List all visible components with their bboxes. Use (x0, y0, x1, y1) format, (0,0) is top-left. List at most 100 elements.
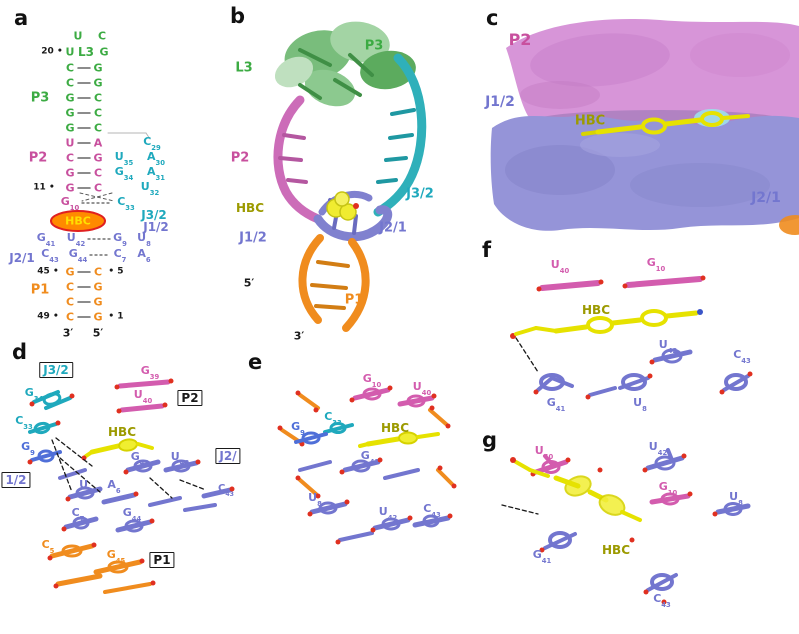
label-p2: P2 (508, 30, 532, 49)
panel-letter-a: a (14, 6, 29, 30)
decor-shape (581, 130, 600, 136)
label-c5: C5 (41, 538, 55, 556)
decor-shape (690, 33, 790, 77)
decor-shape (412, 515, 451, 528)
hbond-dash (501, 504, 539, 515)
label-g44: G44 (68, 247, 88, 265)
label-g41: G41 (36, 231, 56, 249)
decor-shape (33, 421, 51, 435)
decor-shape (334, 191, 350, 207)
panel-letter-c: c (486, 6, 499, 30)
decor-shape (67, 486, 103, 500)
decor-shape (351, 459, 371, 473)
decor-shape (65, 496, 71, 502)
decor-shape (116, 408, 122, 414)
label-u8: U8 (308, 491, 322, 509)
label-g: G (65, 265, 75, 279)
label-u32: U32 (140, 180, 160, 198)
label-l3: L3 (235, 60, 253, 76)
label-u8: U8 (729, 490, 743, 508)
panel-c-graphics (490, 19, 799, 235)
label-g: G (65, 181, 75, 195)
label-u8: U8 (633, 396, 647, 414)
label-c: C (65, 61, 75, 75)
label-a31: A31 (147, 165, 165, 183)
decor-shape (660, 492, 680, 506)
decor-shape (580, 133, 660, 157)
label-c33: C33 (15, 414, 33, 432)
decor-shape (201, 487, 233, 499)
label-p3: P3 (30, 90, 50, 106)
label-g9: G9 (113, 231, 127, 249)
decor-shape (372, 517, 411, 531)
decor-shape (362, 387, 382, 401)
label-c43: C43 (733, 348, 751, 366)
label-u35: U35 (114, 150, 134, 168)
decor-shape (58, 468, 87, 480)
decor-shape (298, 478, 318, 496)
decor-shape (47, 555, 53, 561)
decor-shape (323, 423, 354, 434)
decor-shape (597, 467, 603, 473)
decor-shape (133, 459, 153, 473)
decor-shape (514, 326, 538, 336)
decor-shape (277, 425, 283, 431)
label-49-: 49 • (37, 311, 59, 322)
decor-shape (722, 374, 750, 392)
decor-shape (550, 376, 574, 388)
decor-shape (661, 599, 667, 605)
label-20-: 20 • (41, 46, 63, 57)
decor-shape (307, 511, 313, 517)
decor-shape (700, 275, 706, 281)
decor-shape (49, 543, 95, 559)
decor-shape (588, 386, 617, 397)
hbond-dash (515, 337, 539, 373)
label-p3: P3 (364, 38, 384, 54)
decor-shape (645, 455, 685, 471)
p2-ribbon (273, 95, 323, 224)
panel-a-graphics (50, 67, 151, 318)
decor-shape (629, 537, 635, 543)
decor-shape (123, 469, 129, 475)
label-p2: P2 (177, 390, 203, 406)
decor-shape (55, 573, 103, 587)
decor-shape (310, 283, 348, 290)
decor-shape (298, 460, 332, 472)
label-u8: U8 (79, 478, 93, 496)
label-j2-1: J2/1 (9, 251, 35, 265)
label-j1-2: J1/2 (239, 230, 267, 246)
decor-shape (666, 448, 674, 462)
label-u8: U8 (137, 231, 151, 249)
label-c43: C43 (653, 592, 671, 610)
decor-shape (183, 503, 217, 512)
label-5-: 5′ (243, 276, 255, 290)
g10-stick (625, 276, 703, 288)
panel-letter-b: b (230, 4, 246, 28)
decor-shape (295, 390, 301, 396)
label-g41: G41 (360, 449, 380, 467)
panel-d-graphics (27, 378, 235, 594)
label-u42: U42 (66, 231, 86, 249)
label-c29: C29 (143, 135, 161, 153)
decor-shape (416, 432, 440, 439)
label-g44: G44 (122, 506, 142, 524)
label-3-: 3′ (293, 329, 305, 343)
label--1: • 1 (108, 311, 124, 322)
label-a6: A6 (107, 478, 121, 496)
decor-shape (29, 401, 35, 407)
decor-shape (338, 531, 374, 542)
g39-stick (117, 379, 171, 389)
decor-shape (352, 214, 358, 235)
label-hbc: HBC (574, 113, 606, 129)
decor-shape (528, 468, 550, 478)
label-u42: U42 (648, 440, 668, 458)
decor-shape (125, 459, 161, 473)
decor-shape (63, 516, 99, 530)
label-a: A (93, 136, 103, 150)
decor-shape (553, 324, 589, 334)
hbond-dash (179, 479, 207, 491)
label-j3-2: J3/2 (141, 208, 167, 222)
label-j3-2: J3/2 (39, 362, 73, 378)
